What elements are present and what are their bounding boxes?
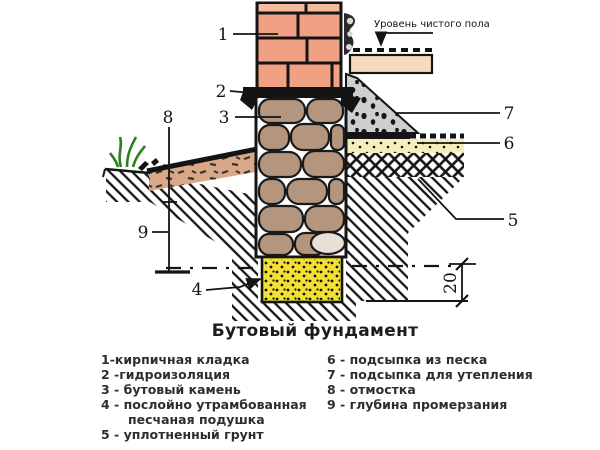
callout-1-brickwork: 1 xyxy=(218,25,229,45)
callout-3-rubble-stone: 3 xyxy=(219,108,230,128)
callout-4-sand-cushion: 4 xyxy=(192,280,203,300)
callout-5-compacted-soil: 5 xyxy=(508,211,519,231)
floor-level-leader xyxy=(374,31,433,47)
dimension-20-value: 20 xyxy=(441,272,461,294)
legend-item-7: 7 - подсыпка для утепления xyxy=(327,367,533,382)
callout-2-waterproofing: 2 xyxy=(216,82,227,102)
brick-wall xyxy=(255,1,343,91)
soil-under-cushion-hatched xyxy=(232,301,356,321)
soil-right-hatched xyxy=(346,177,464,301)
callout-8-blind-area: 8 xyxy=(163,108,174,128)
soil-left-hatched xyxy=(106,170,258,301)
diagram-title: Бутовый фундамент xyxy=(211,321,419,341)
legend-item-5: 5 - уплотненный грунт xyxy=(101,427,264,442)
legend-item-2: 2 -гидроизоляция xyxy=(101,367,230,382)
waterproofing-layer xyxy=(240,87,361,113)
compacted-soil-band xyxy=(346,153,464,177)
legend-item-6: 6 - подсыпка из песка xyxy=(327,352,488,367)
callout-6-sand-bedding: 6 xyxy=(504,134,515,154)
sand-bedding-layer xyxy=(346,131,464,153)
gravel-edge-detail xyxy=(344,13,356,55)
depth-dimension-line xyxy=(152,127,190,274)
light-stone xyxy=(309,230,347,256)
callout-leader-lines xyxy=(205,33,504,291)
legend-right-column: 6 - подсыпка из песка 7 - подсыпка для у… xyxy=(327,352,533,412)
legend-item-4-continued: песчаная подушка xyxy=(128,412,265,427)
sand-cushion xyxy=(260,255,344,304)
legend-item-3: 3 - бутовый камень xyxy=(101,382,241,397)
callout-9-frost-depth: 9 xyxy=(138,223,149,243)
floor-level-label: Уровень чистого пола xyxy=(374,19,490,30)
dimension-20 xyxy=(449,257,476,308)
legend-left-column: 1-кирпичная кладка 2 -гидроизоляция 3 - … xyxy=(101,352,307,442)
ground-edge-tick xyxy=(102,168,106,178)
ground-surface-line xyxy=(104,167,151,175)
grass-base-marks xyxy=(138,158,167,171)
callout-7-gravel-fill: 7 xyxy=(504,104,515,124)
legend-item-9: 9 - глубина промерзания xyxy=(327,397,508,412)
frost-depth-line xyxy=(166,264,460,270)
floor-slab xyxy=(348,53,434,75)
legend-item-1: 1-кирпичная кладка xyxy=(101,352,250,367)
grass-tuft xyxy=(108,136,147,168)
legend-item-4: 4 - послойно утрамбованная xyxy=(101,397,307,412)
legend-item-8: 8 - отмостка xyxy=(327,382,416,397)
rubble-stone-foundation xyxy=(254,94,348,259)
